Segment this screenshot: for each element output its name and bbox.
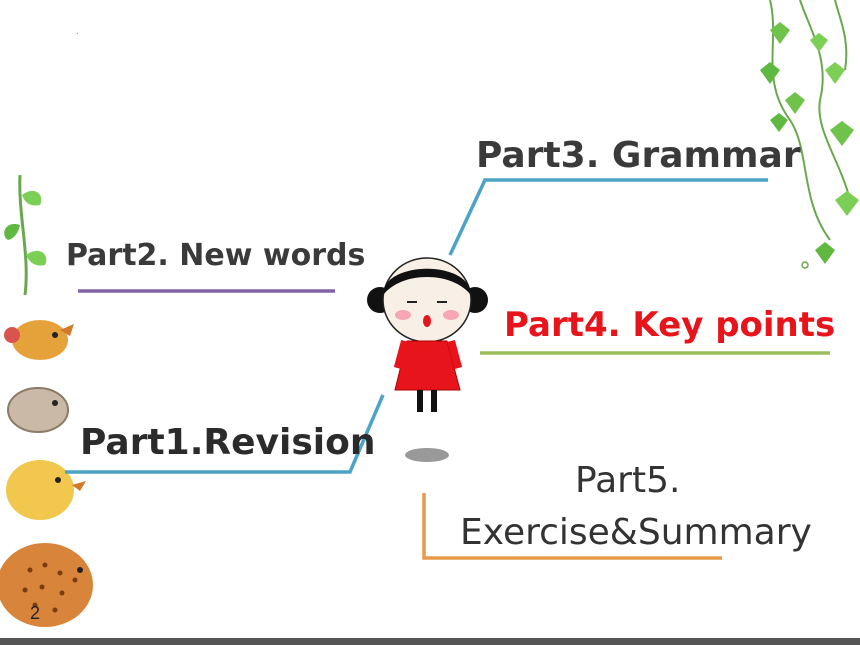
part2-new-words-label[interactable]: Part2. New words	[66, 238, 366, 273]
bottom-bar	[0, 638, 860, 645]
part3-grammar-label[interactable]: Part3. Grammar	[476, 135, 801, 176]
page-number: 2	[30, 603, 41, 623]
vine-decoration-icon	[760, 0, 859, 269]
part5-exercise-summary-label[interactable]: Exercise&Summary	[460, 512, 812, 553]
part1-revision-label[interactable]: Part1.Revision	[80, 422, 376, 463]
part4-key-points-label[interactable]: Part4. Key points	[504, 305, 836, 345]
part5-bracket-line	[422, 493, 722, 560]
part5-label[interactable]: Part5.	[575, 460, 681, 501]
part3-connector-line	[448, 178, 768, 256]
tiny-dot-mark: .	[76, 26, 79, 37]
cartoon-girl-icon	[367, 257, 488, 462]
leaf-birds-decoration-icon	[0, 175, 93, 627]
part1-connector-line	[65, 394, 385, 474]
